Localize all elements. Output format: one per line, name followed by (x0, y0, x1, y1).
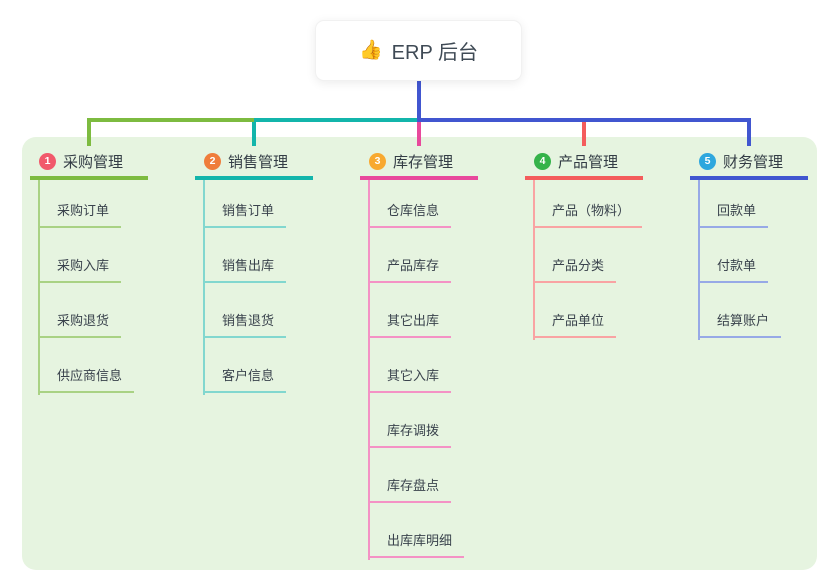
branch-number-badge: 2 (204, 152, 221, 170)
branch-label: 产品管理 (558, 153, 619, 171)
child-node[interactable]: 产品库存 (368, 228, 452, 283)
branch-drop-line-1 (87, 118, 91, 146)
children-rail-line (533, 180, 535, 340)
child-node[interactable]: 供应商信息 (38, 338, 135, 393)
child-node[interactable]: 采购订单 (38, 173, 122, 228)
root-drop-line (417, 81, 421, 122)
root-node[interactable]: 👍 ERP 后台 (315, 20, 522, 81)
child-node[interactable]: 产品单位 (533, 283, 617, 338)
branch-drop-line-5 (747, 118, 751, 146)
children-group: 产品（物料）产品分类产品单位 (533, 173, 643, 338)
child-node[interactable]: 出库库明细 (368, 503, 465, 558)
children-group: 仓库信息产品库存其它出库其它入库库存调拨库存盘点出库库明细 (368, 173, 465, 558)
branch-label: 财务管理 (723, 153, 784, 171)
branch-node-1[interactable]: 1 采购管理 (30, 146, 148, 180)
children-rail-line (698, 180, 700, 340)
child-node[interactable]: 客户信息 (203, 338, 287, 393)
child-node[interactable]: 采购入库 (38, 228, 122, 283)
thumbs-up-icon: 👍 (359, 40, 383, 61)
child-node[interactable]: 销售出库 (203, 228, 287, 283)
children-rail-line (368, 180, 370, 560)
children-rail-line (203, 180, 205, 395)
children-group: 销售订单销售出库销售退货客户信息 (203, 173, 287, 393)
branch-node-5[interactable]: 5 财务管理 (690, 146, 808, 180)
branch-node-3[interactable]: 3 库存管理 (360, 146, 478, 180)
branch-drop-line-3 (417, 118, 421, 146)
children-group: 采购订单采购入库采购退货供应商信息 (38, 173, 135, 393)
branch-drop-line-2 (252, 118, 256, 146)
child-node[interactable]: 仓库信息 (368, 173, 452, 228)
branch-number-badge: 3 (369, 152, 386, 170)
child-node[interactable]: 销售退货 (203, 283, 287, 338)
branch-number-badge: 4 (534, 152, 551, 170)
child-node[interactable]: 产品分类 (533, 228, 617, 283)
branch-label: 采购管理 (63, 153, 124, 171)
child-node[interactable]: 其它出库 (368, 283, 452, 338)
branch-drop-line-4 (582, 118, 586, 146)
branch-node-4[interactable]: 4 产品管理 (525, 146, 643, 180)
bus-segment-right (419, 118, 751, 122)
branches-panel (22, 137, 817, 570)
child-node[interactable]: 结算账户 (698, 283, 782, 338)
branch-label: 销售管理 (228, 153, 289, 171)
child-node[interactable]: 付款单 (698, 228, 769, 283)
root-title: ERP 后台 (391, 42, 478, 64)
bus-segment-mid (254, 118, 419, 122)
branch-number-badge: 1 (39, 152, 56, 170)
children-rail-line (38, 180, 40, 395)
child-node[interactable]: 产品（物料） (533, 173, 643, 228)
branch-number-badge: 5 (699, 152, 716, 170)
bus-segment-left (89, 118, 254, 122)
child-node[interactable]: 库存盘点 (368, 448, 452, 503)
branch-node-2[interactable]: 2 销售管理 (195, 146, 313, 180)
children-group: 回款单付款单结算账户 (698, 173, 782, 338)
child-node[interactable]: 其它入库 (368, 338, 452, 393)
child-node[interactable]: 销售订单 (203, 173, 287, 228)
child-node[interactable]: 回款单 (698, 173, 769, 228)
child-node[interactable]: 采购退货 (38, 283, 122, 338)
branch-label: 库存管理 (393, 153, 454, 171)
child-node[interactable]: 库存调拨 (368, 393, 452, 448)
